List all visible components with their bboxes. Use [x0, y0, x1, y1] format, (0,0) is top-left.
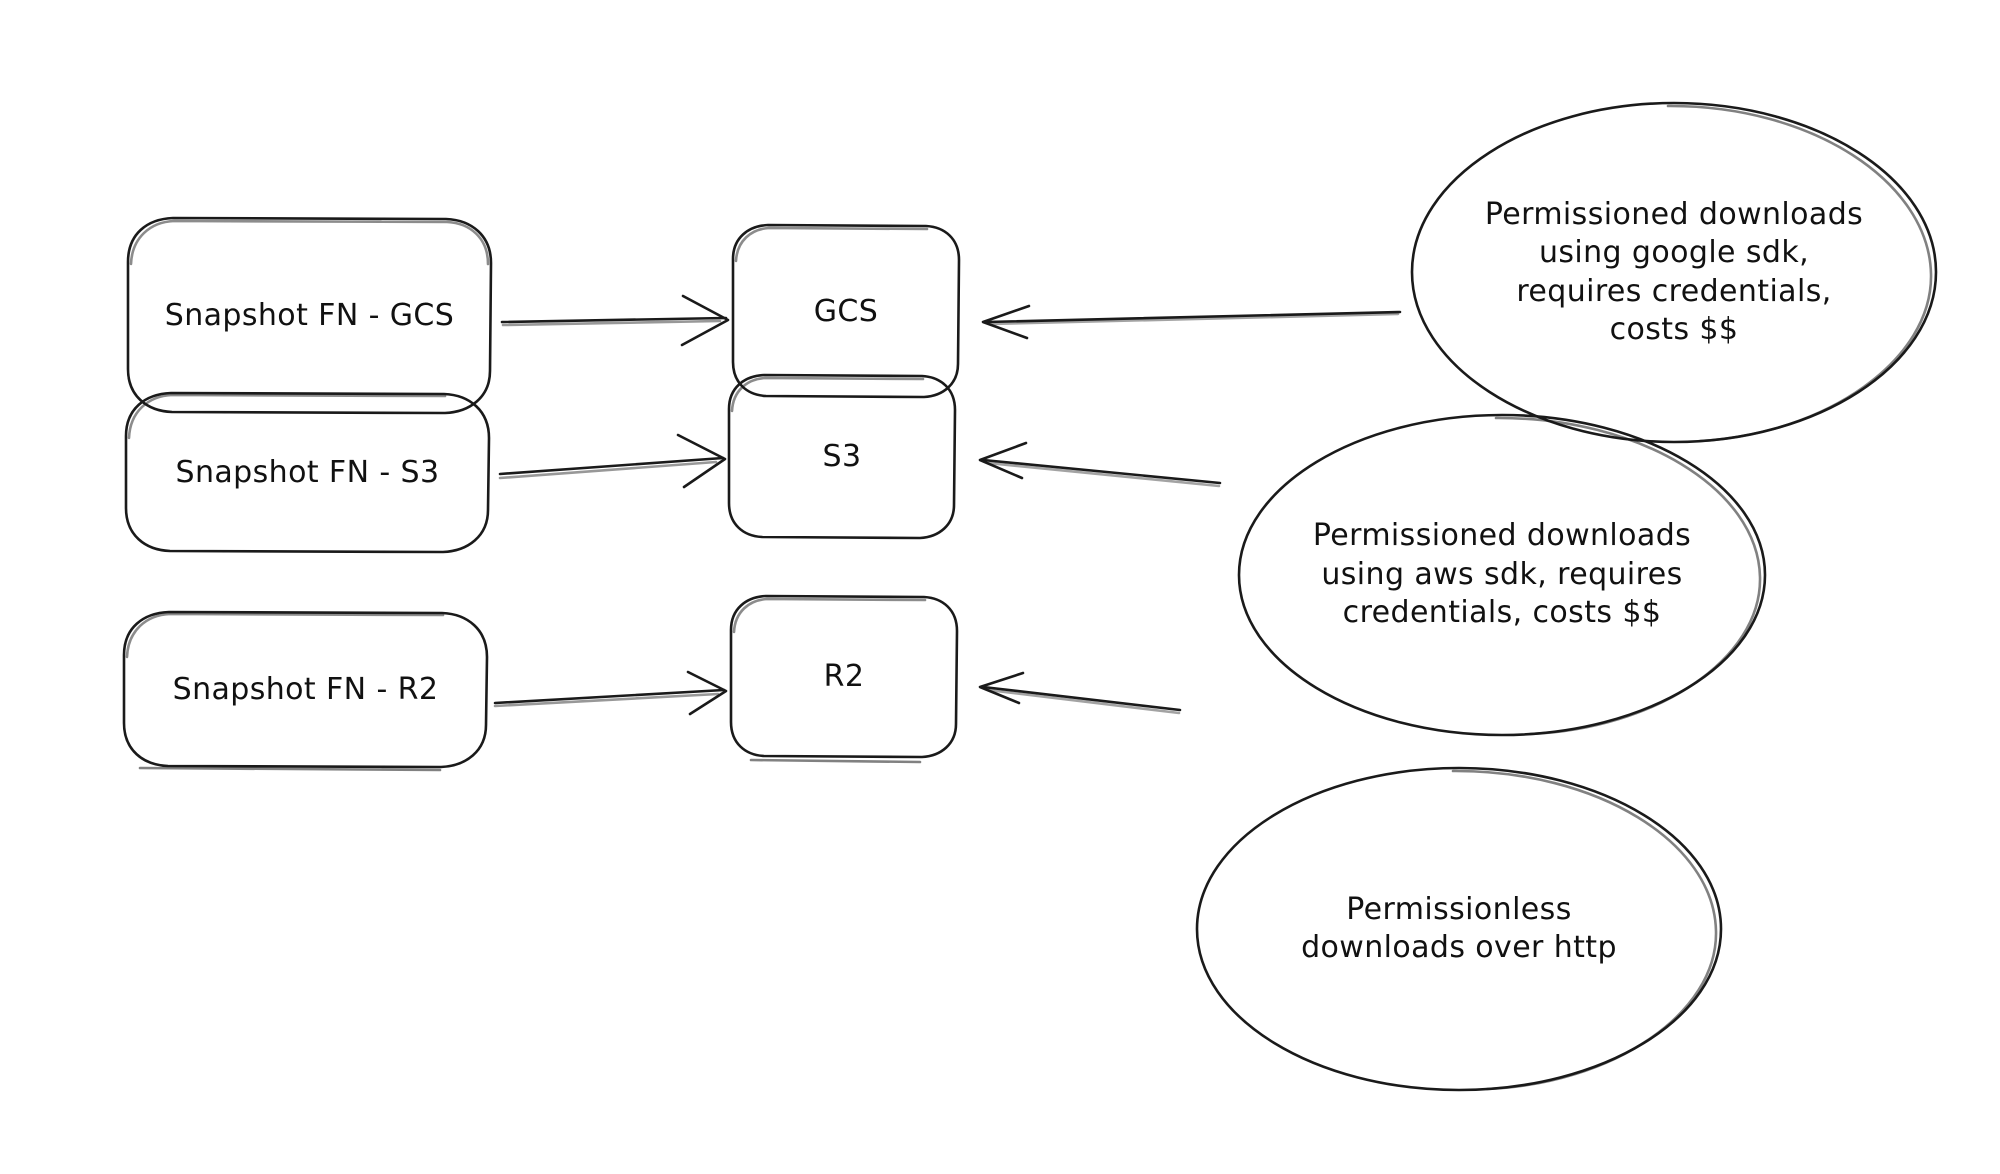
node-gcs-shape[interactable]	[731, 223, 961, 399]
edge-note-r2-to-r2	[978, 671, 1182, 715]
edge-snapshot-gcs-to-gcs	[500, 294, 730, 347]
node-s3-shape[interactable]	[727, 373, 957, 540]
note-gcs-ellipse-shape[interactable]	[1410, 101, 1938, 444]
node-snapshot-fn-r2-shape[interactable]	[122, 610, 489, 772]
node-r2-shape[interactable]	[729, 594, 959, 764]
node-snapshot-fn-s3-shape[interactable]	[124, 391, 491, 554]
note-s3-ellipse-shape[interactable]	[1237, 413, 1767, 737]
node-snapshot-fn-gcs-shape[interactable]	[126, 216, 493, 415]
note-r2-ellipse-shape[interactable]	[1195, 766, 1723, 1092]
edge-snapshot-s3-to-s3	[498, 433, 727, 489]
edge-note-gcs-to-gcs	[981, 304, 1402, 340]
edge-note-s3-to-s3	[978, 441, 1222, 488]
edge-snapshot-r2-to-r2	[493, 670, 728, 716]
